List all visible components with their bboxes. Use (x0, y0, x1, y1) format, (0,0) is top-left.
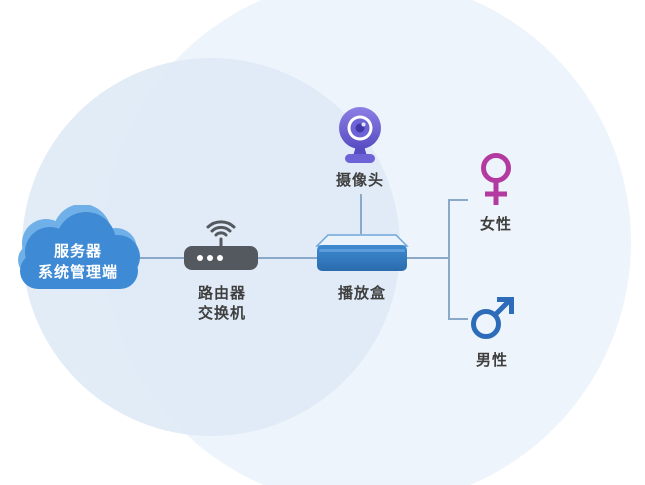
link-server-router (138, 257, 184, 259)
camera-node (332, 104, 388, 166)
female-node (474, 152, 518, 208)
router-wifi-icon (184, 220, 258, 270)
female-label: 女性 (479, 215, 512, 233)
server-label: 服务器 系统管理端 (8, 205, 148, 305)
player-node (315, 230, 409, 276)
server-label-line2: 系统管理端 (37, 263, 118, 281)
router-label-line2: 交换机 (197, 304, 246, 322)
bracket-top-to-female (448, 199, 468, 201)
female-gender-icon (481, 153, 511, 205)
camera-label: 摄像头 (335, 171, 384, 189)
server-label-line1: 服务器 (53, 242, 102, 260)
link-camera-player (360, 194, 362, 234)
link-router-player (258, 257, 317, 259)
webcam-icon (339, 107, 381, 163)
bracket-bottom-to-male (448, 318, 468, 320)
server-node: 服务器 系统管理端 (8, 204, 148, 305)
link-player-bracket (407, 257, 448, 259)
male-gender-icon (471, 297, 514, 339)
bracket-vertical (448, 199, 450, 320)
cloud-icon (18, 204, 140, 289)
router-label-line1: 路由器 (197, 284, 246, 302)
router-node (180, 210, 262, 272)
router-label: 路由器 交换机 (172, 283, 272, 323)
male-label: 男性 (475, 351, 508, 369)
male-node (466, 292, 518, 344)
player-label: 播放盒 (337, 284, 386, 302)
settop-box-icon (315, 234, 409, 271)
